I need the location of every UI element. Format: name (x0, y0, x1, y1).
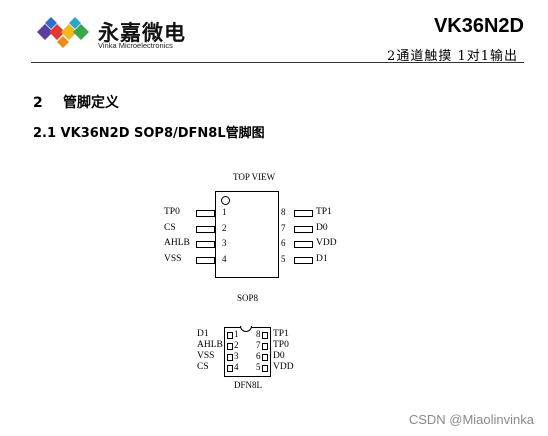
dfn8-pin-number: 2 (234, 340, 239, 350)
sop8-pin-name: D0 (316, 223, 328, 233)
dfn8-pin-number: 4 (234, 362, 239, 372)
sop8-pin-number: 2 (222, 223, 227, 233)
subsection-heading: 2.1 VK36N2D SOP8/DFN8L管脚图 (33, 126, 265, 141)
sop8-pin-lead (294, 257, 313, 264)
dfn8-pin-name: D1 (197, 329, 209, 339)
sop8-pin-number: 1 (222, 207, 227, 217)
document-subtitle: 2通道触摸 1对1输出 (387, 49, 518, 64)
dfn8-pin-pad (262, 343, 268, 350)
sop8-pin-name: AHLB (164, 238, 190, 248)
sop8-pin-name: VSS (164, 254, 182, 264)
dfn8-pin-pad (227, 343, 233, 350)
sop8-pin-lead (294, 241, 313, 248)
company-logo-icon (37, 17, 89, 48)
sop8-pin-lead (196, 210, 215, 217)
dfn8-pin-number: 3 (234, 351, 239, 361)
dfn8-pin-pad (227, 365, 233, 372)
sop8-pin-name: TP1 (316, 207, 332, 217)
dfn8-pin-name: VSS (197, 351, 215, 361)
sop8-package-label: SOP8 (237, 293, 259, 303)
brand-name-cn: 永嘉微电 (98, 21, 186, 45)
dfn8-pin-name: D0 (273, 351, 285, 361)
watermark: CSDN @Miaolinvinka (408, 412, 534, 427)
dfn8-pin-pad (262, 354, 268, 361)
dfn8-pin-pad (262, 332, 268, 339)
dfn8-pin-number: 1 (234, 329, 239, 339)
sop8-pin-number: 4 (222, 254, 227, 264)
part-number: VK36N2D (433, 15, 524, 37)
dfn8-pin-number: 5 (256, 362, 261, 372)
sop8-pin1-marker-icon (221, 196, 230, 205)
dfn8-pin-name: VDD (273, 362, 294, 372)
dfn8-pin-pad (262, 365, 268, 372)
sop8-pin-lead (294, 210, 313, 217)
dfn8-pin-name: AHLB (197, 340, 223, 350)
dfn8-pin-pad (227, 354, 233, 361)
sop8-package-body (215, 191, 279, 278)
section-title: 管脚定义 (63, 95, 119, 111)
section-heading: 2 管脚定义 (33, 92, 119, 112)
dfn8-pin-number: 6 (256, 351, 261, 361)
sop8-pin-number: 5 (281, 254, 286, 264)
sop8-pin-lead (294, 226, 313, 233)
sop8-pin-number: 8 (281, 207, 286, 217)
sop8-pin-lead (196, 241, 215, 248)
dfn8-pin-name: TP0 (273, 340, 289, 350)
dfn8-pin-pad (227, 332, 233, 339)
sop8-pin-name: D1 (316, 254, 328, 264)
dfn8-package-label: DFN8L (234, 380, 263, 390)
sop8-pin-name: VDD (316, 238, 337, 248)
sop8-pin-name: TP0 (164, 207, 180, 217)
header-divider (31, 62, 524, 63)
sop8-pin-name: CS (164, 223, 176, 233)
dfn8-pin-number: 7 (256, 340, 261, 350)
section-number: 2 (33, 95, 43, 111)
sop8-pin-number: 6 (281, 238, 286, 248)
dfn8-pin-name: TP1 (273, 329, 289, 339)
dfn8-pin-number: 8 (256, 329, 261, 339)
dfn8-pin-name: CS (197, 362, 209, 372)
sop8-pin-number: 3 (222, 238, 227, 248)
sop8-pin-lead (196, 257, 215, 264)
brand-name-en: Vinka Microelectronics (98, 41, 173, 50)
sop8-pin-lead (196, 226, 215, 233)
sop8-pin-number: 7 (281, 223, 286, 233)
sop8-top-view-label: TOP VIEW (233, 172, 276, 182)
